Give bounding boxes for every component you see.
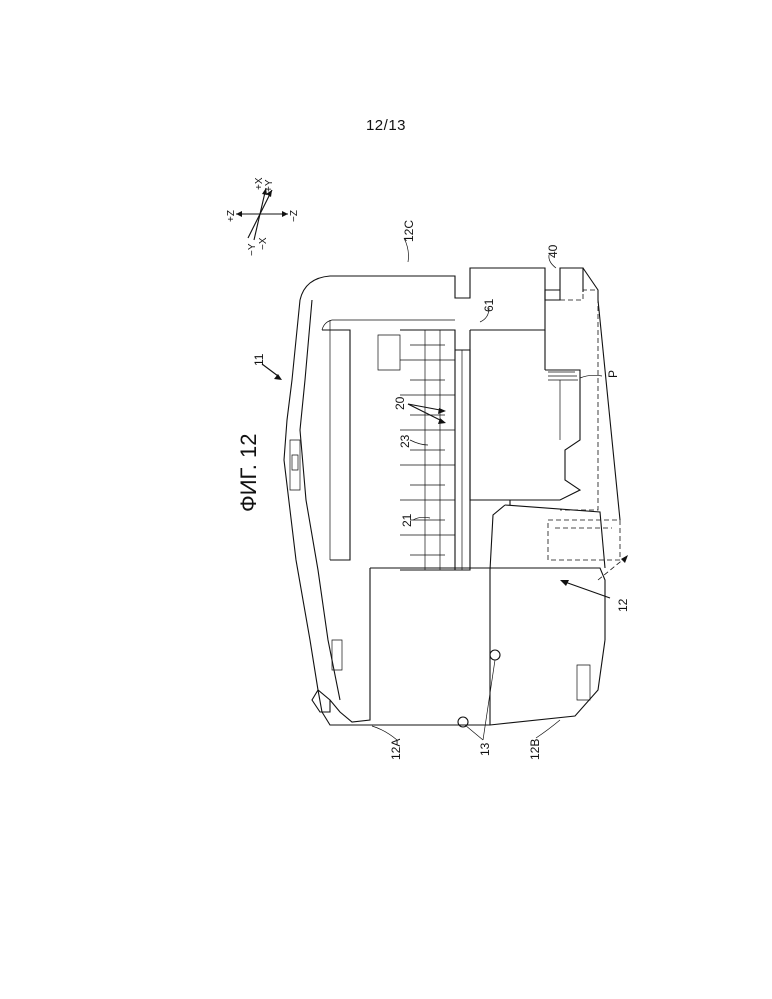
axis-indicator xyxy=(236,188,288,240)
ref-label-21: 21 xyxy=(400,513,414,527)
printer-drawing xyxy=(262,238,628,740)
ref-label-40: 40 xyxy=(546,244,560,258)
figure-title: ФИГ. 12 xyxy=(236,434,261,512)
ref-label-12C: 12C xyxy=(402,220,416,242)
ref-label-P: P xyxy=(606,370,620,378)
axis-label-plus-z: +Z xyxy=(226,210,237,222)
axis-label-minus-z: −Z xyxy=(289,210,300,222)
ref-label-20: 20 xyxy=(393,396,407,410)
ref-label-23: 23 xyxy=(398,434,412,448)
axis-label-minus-x: −X xyxy=(258,237,269,250)
axis-label-minus-y: −Y xyxy=(247,243,258,256)
ref-label-12A: 12A xyxy=(389,739,403,760)
ref-label-11: 11 xyxy=(252,353,266,366)
axis-label-plus-y: +Y xyxy=(264,179,275,192)
ref-label-12: 12 xyxy=(616,598,630,612)
ref-label-13: 13 xyxy=(478,742,492,756)
ref-label-12B: 12B xyxy=(528,739,542,760)
ref-label-61: 61 xyxy=(482,298,496,312)
